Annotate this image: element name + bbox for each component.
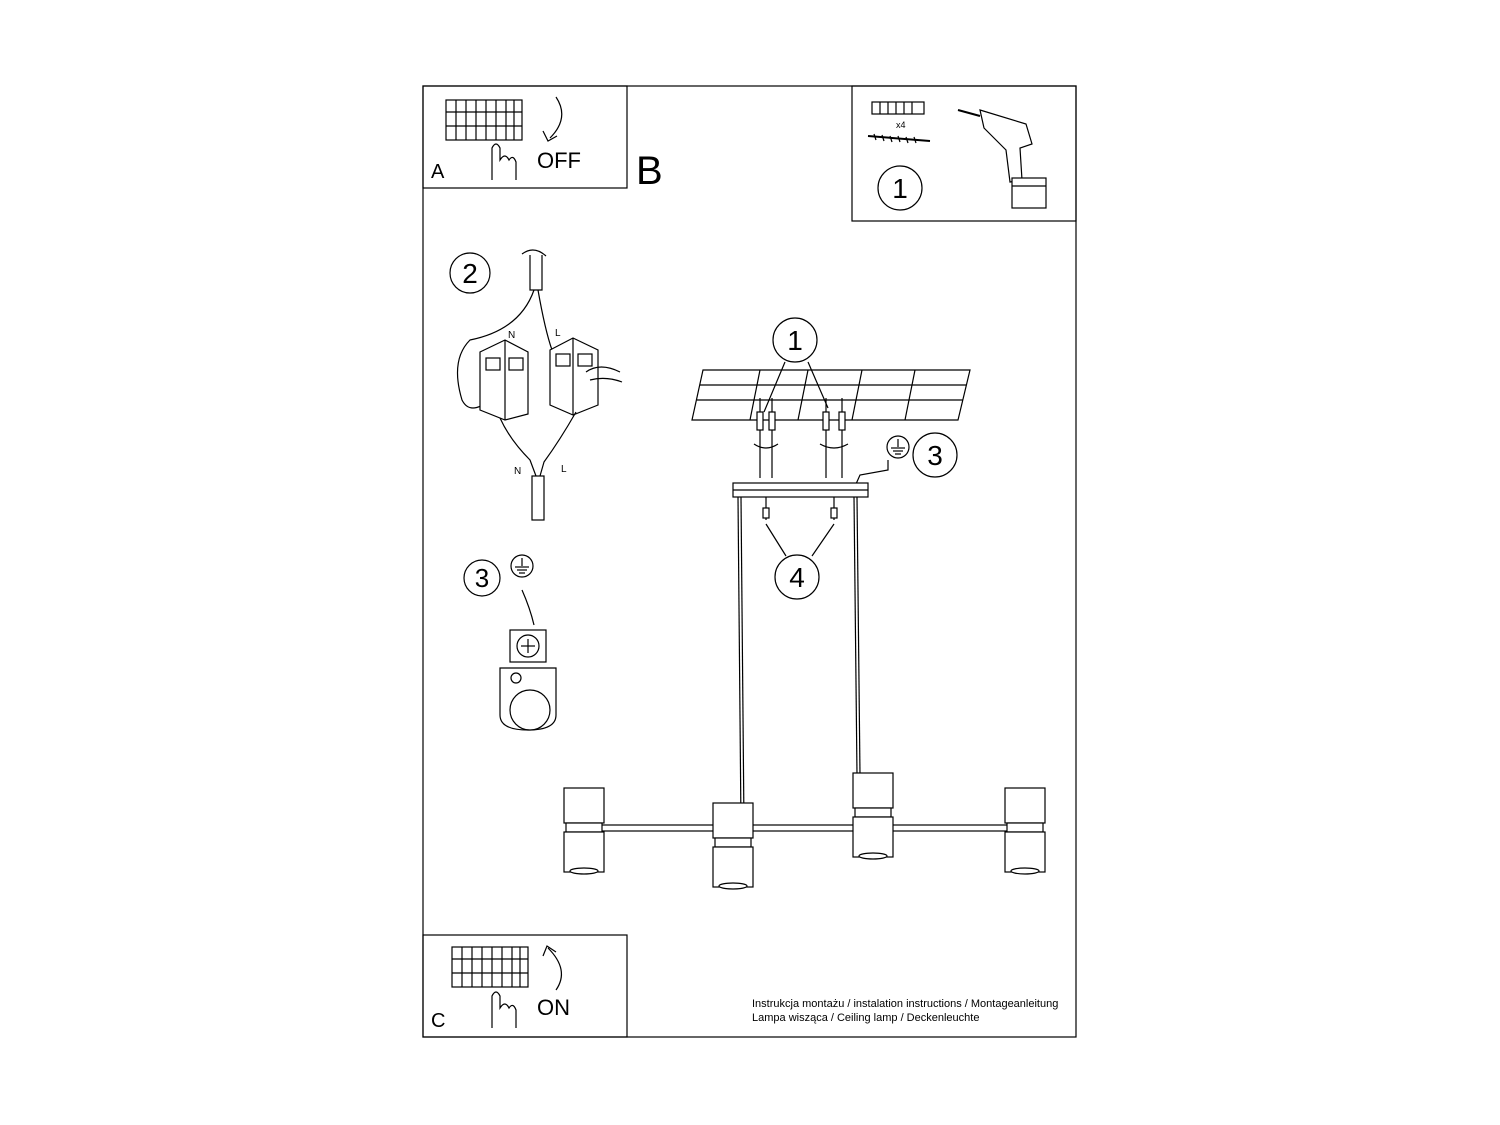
page-frame [422, 85, 1077, 1038]
footer-line-2: Lampa wisząca / Ceiling lamp / Deckenleu… [752, 1012, 979, 1024]
panel-c: ON C [422, 934, 628, 1038]
canopy-screws [762, 497, 838, 520]
screw-step-number: 4 [789, 562, 805, 593]
hand-icon [491, 143, 517, 180]
ground-step-number: 3 [475, 563, 489, 593]
label-l-bottom: L [561, 464, 567, 475]
suspension-cable-left [740, 496, 745, 827]
step-badge [912, 432, 958, 478]
label-n-bottom: N [514, 466, 521, 477]
panel-a-switch-label: OFF [537, 148, 581, 173]
step-badge [774, 554, 820, 600]
breaker-box-icon [451, 946, 529, 988]
panel-b-letter: B [636, 149, 663, 193]
ceiling-grid [691, 369, 971, 421]
wiring-step: 2 N L N L [449, 249, 623, 521]
footer-line-1: Instrukcja montażu / instalation instruc… [752, 998, 1058, 1010]
lamp-cable [531, 475, 545, 521]
hand-icon [491, 991, 517, 1028]
ground-step-number-main: 3 [927, 440, 943, 471]
breaker-box-icon [445, 99, 523, 141]
drill-icon [957, 109, 1047, 209]
label-n-top: N [508, 330, 515, 341]
ground-wire [855, 460, 889, 485]
panel-c-letter: C [431, 1010, 445, 1032]
suspension-cable-right [856, 496, 861, 776]
terminal-block-n [479, 339, 529, 421]
ceiling-cable [521, 249, 547, 291]
screw-icon [867, 133, 931, 144]
step-badge [772, 317, 818, 363]
live-wire-top [537, 289, 553, 351]
quantity-label: x4 [896, 120, 906, 130]
panel-a: OFF A [422, 85, 628, 189]
mount-step-number: 1 [787, 325, 803, 356]
tools-panel: x4 1 [851, 85, 1077, 222]
terminal-block-l [549, 337, 599, 416]
main-diagram: 1 3 [563, 317, 1046, 890]
step-badge [449, 252, 491, 294]
panel-c-switch-label: ON [537, 995, 570, 1020]
tools-step-number: 1 [892, 173, 908, 204]
arrow-up-icon [542, 945, 563, 991]
arrow-down-icon [542, 96, 563, 142]
ground-terminal-icon [499, 629, 557, 731]
label-l-top: L [555, 328, 561, 339]
step-badge [463, 559, 501, 597]
lamp-cable-wires [499, 411, 577, 477]
ground-step: 3 [463, 554, 557, 731]
neutral-wire-top [456, 289, 535, 409]
wiring-step-number: 2 [462, 258, 478, 289]
hand-icon [585, 366, 623, 383]
ground-symbol-icon [886, 435, 910, 459]
step-badge [877, 165, 923, 211]
ground-wire [521, 589, 535, 626]
wall-plug-icon [871, 101, 925, 115]
ground-symbol-icon [510, 554, 534, 578]
pendant-lamp [563, 772, 1046, 890]
panel-a-letter: A [431, 161, 445, 183]
anchor-screws [753, 398, 849, 478]
